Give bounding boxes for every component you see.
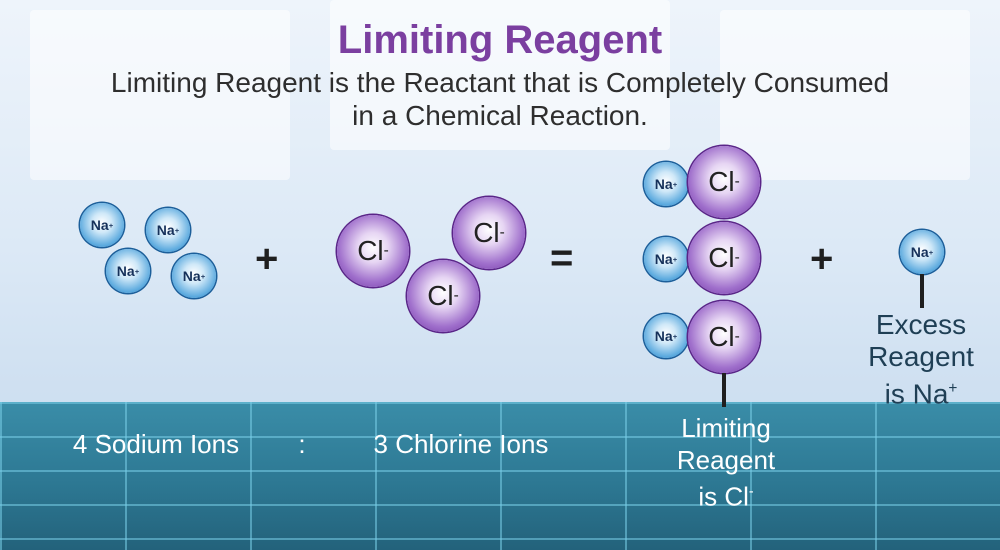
plus-sign: + (255, 237, 279, 281)
limiting-reagent-label: Limiting Reagent is Cl- (676, 413, 776, 512)
sodium-ion: Na+ (900, 230, 944, 274)
sodium-ion: Na+ (644, 237, 688, 281)
ratio-separator: : (298, 429, 306, 459)
chlorine-ion: Cl- (688, 146, 760, 218)
chlorine-ion: Cl- (688, 222, 760, 294)
excess-pointer-line (920, 274, 924, 308)
limiting-pointer-line (722, 373, 726, 407)
background-panel (330, 0, 670, 150)
plus-sign: + (810, 237, 834, 281)
sodium-ion: Na+ (80, 203, 124, 247)
sodium-ion: Na+ (644, 162, 688, 206)
chlorine-count-label: 3 Chlorine Ions (373, 429, 549, 459)
background-panel (30, 10, 290, 180)
excess-reagent-label: Excess Reagent is Na+ (868, 309, 974, 410)
chlorine-ion: Cl- (407, 260, 479, 332)
sodium-ion: Na+ (106, 249, 150, 293)
chlorine-ion: Cl- (688, 301, 760, 373)
page-title: Limiting Reagent (337, 18, 663, 62)
sodium-ion: Na+ (146, 208, 190, 252)
chlorine-ion: Cl- (337, 215, 409, 287)
sodium-count-label: 4 Sodium Ions (72, 429, 240, 459)
page-subtitle: Limiting Reagent is the Reactant that is… (110, 67, 890, 131)
equals-sign: = (550, 236, 574, 280)
sodium-ion: Na+ (644, 314, 688, 358)
floor-grid (0, 402, 1000, 550)
sodium-ion: Na+ (172, 254, 216, 298)
chlorine-ion: Cl- (453, 197, 525, 269)
background-panel (720, 10, 970, 180)
